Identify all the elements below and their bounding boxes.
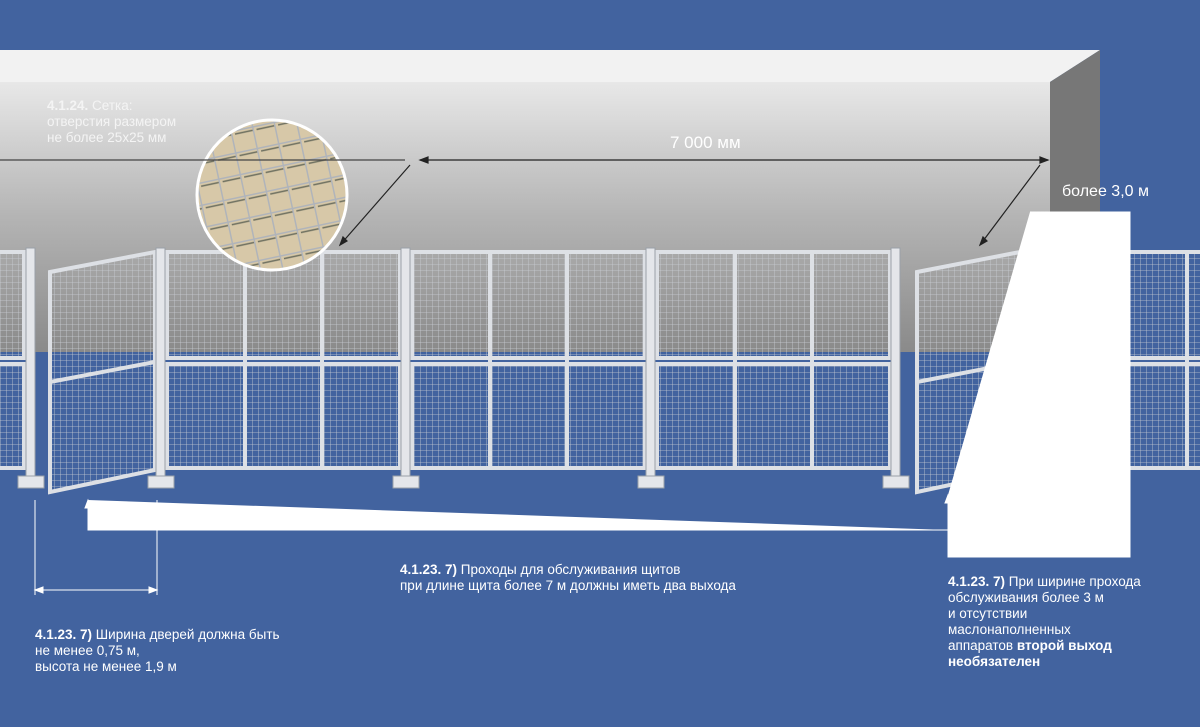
two-exits-label: 4.1.23. 7) Проходы для обслуживания щито…	[400, 562, 736, 593]
second-exit-label: 4.1.23. 7) При ширине прохода обслуживан…	[948, 574, 1141, 669]
panel	[655, 250, 892, 470]
callout-lines	[33, 211, 1131, 595]
panel	[165, 250, 402, 470]
mesh-closeup	[195, 118, 349, 272]
panel	[410, 250, 647, 470]
door-size-label: 4.1.23. 7) Ширина дверей должна быть не …	[35, 627, 280, 674]
width-dimension: более 3,0 м	[1062, 183, 1149, 200]
dimension-lines	[0, 156, 1050, 247]
length-dimension: 7 000 мм	[670, 133, 741, 152]
